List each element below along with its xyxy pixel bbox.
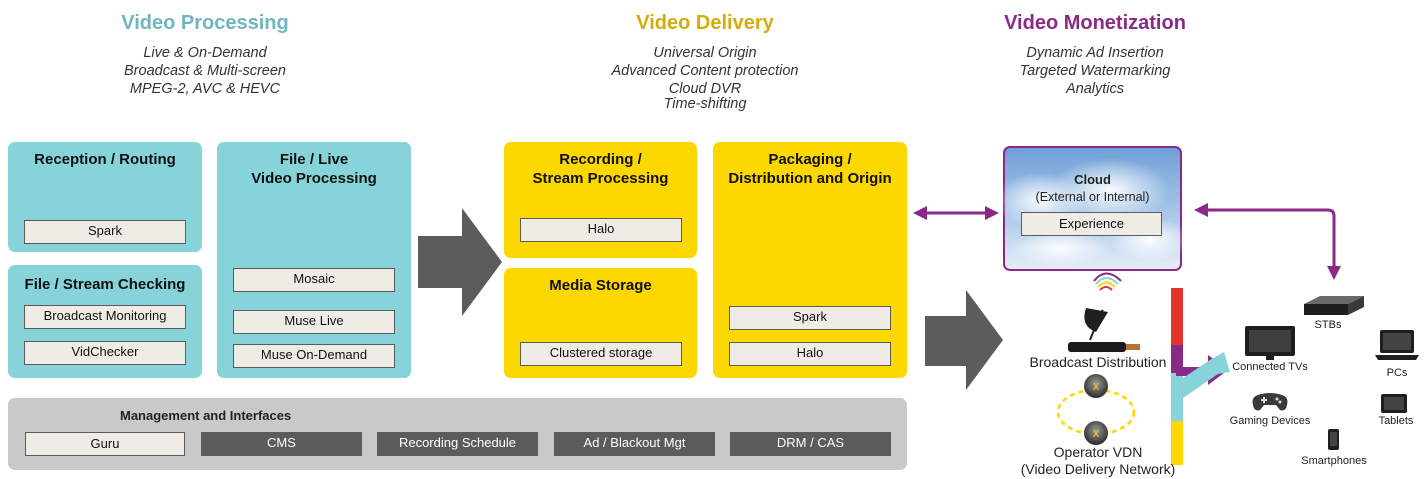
stb-icon (1304, 296, 1364, 315)
panel-title-line: Distribution and Origin (728, 170, 892, 187)
drm-cas-box[interactable]: DRM / CAS (730, 432, 891, 456)
spark-box[interactable]: Spark (24, 220, 186, 244)
flow-arrow-delivery-to-distribution (925, 290, 1003, 390)
panel-title: Reception / Routing (34, 151, 176, 168)
tablets-label: Tablets (1378, 415, 1414, 427)
gaming-devices-label: Gaming Devices (1229, 415, 1311, 427)
feature-line: Targeted Watermarking (1019, 63, 1171, 79)
ad-blackout-mgt-box[interactable]: Ad / Blackout Mgt (554, 432, 715, 456)
feature-line: Cloud DVR (668, 81, 742, 97)
svg-text:X: X (1093, 382, 1100, 393)
reception-routing-panel: Reception / Routing Spark (8, 142, 202, 252)
panel-title: Recording / Stream Processing (504, 150, 697, 188)
svg-text:X: X (1093, 429, 1100, 440)
spark-box[interactable]: Spark (729, 306, 891, 330)
router-ring-icon: X X (1056, 374, 1136, 445)
video-processing-title: Video Processing (121, 12, 289, 34)
halo-box[interactable]: Halo (729, 342, 891, 366)
feature-line: Time-shifting (663, 96, 747, 112)
gamepad-icon (1252, 393, 1288, 411)
media-storage-panel: Media Storage Clustered storage (504, 268, 697, 378)
pcs-label: PCs (1386, 367, 1408, 379)
operator-vdn-label: Operator VDN (1053, 444, 1143, 460)
broadcast-monitoring-box[interactable]: Broadcast Monitoring (24, 305, 186, 329)
panel-title-line: Video Processing (251, 170, 377, 187)
cloud-title: Cloud (1074, 172, 1111, 187)
feature-line: MPEG-2, AVC & HEVC (129, 81, 281, 97)
smartphone-icon (1328, 429, 1339, 450)
management-interfaces-panel: Management and Interfaces Guru CMS Recor… (8, 398, 907, 470)
halo-box[interactable]: Halo (520, 218, 682, 242)
recording-schedule-box[interactable]: Recording Schedule (377, 432, 538, 456)
feature-line: Analytics (1065, 81, 1125, 97)
vidchecker-box[interactable]: VidChecker (24, 341, 186, 365)
file-stream-checking-panel: File / Stream Checking Broadcast Monitor… (8, 265, 202, 378)
video-monetization-features: Dynamic Ad Insertion Targeted Watermarki… (950, 44, 1240, 98)
file-live-processing-panel: File / Live Video Processing Mosaic Muse… (217, 142, 411, 378)
mosaic-box[interactable]: Mosaic (233, 268, 395, 292)
clustered-storage-box[interactable]: Clustered storage (520, 342, 682, 366)
flow-arrow-processing-to-delivery (418, 208, 502, 316)
feature-line: Universal Origin (653, 45, 757, 61)
distribution-bar (1171, 288, 1183, 465)
muse-live-box[interactable]: Muse Live (233, 310, 395, 334)
panel-title-line: Recording / (559, 151, 642, 168)
cable-icon (1068, 342, 1140, 352)
feature-line: Advanced Content protection (611, 63, 799, 79)
cloud-box (995, 146, 1190, 271)
panel-title: File / Stream Checking (24, 276, 186, 293)
feature-line: Live & On-Demand (143, 45, 267, 61)
experience-box[interactable]: Experience (1021, 212, 1162, 236)
double-arrow-packaging-cloud (913, 206, 999, 220)
cyan-fan-arrow (1180, 352, 1230, 398)
packaging-distribution-panel: Packaging / Distribution and Origin Spar… (713, 142, 907, 378)
panel-title-line: Packaging / (768, 151, 852, 168)
guru-box[interactable]: Guru (25, 432, 185, 456)
video-delivery-title: Video Delivery (636, 12, 774, 34)
connected-tv-icon (1245, 326, 1295, 360)
video-delivery-features: Universal Origin Advanced Content protec… (560, 44, 850, 113)
panel-title: File / Live Video Processing (217, 150, 411, 188)
management-title: Management and Interfaces (120, 408, 292, 423)
laptop-icon (1375, 330, 1419, 360)
cloud-subtitle: (External or Internal) (1035, 190, 1150, 204)
panel-title-line: Stream Processing (532, 170, 669, 187)
video-monetization-title: Video Monetization (1004, 12, 1186, 34)
panel-title: Packaging / Distribution and Origin (713, 150, 907, 188)
feature-line: Dynamic Ad Insertion (1026, 45, 1164, 61)
arrow-cloud-to-devices (1208, 208, 1336, 266)
connected-tvs-label: Connected TVs (1232, 361, 1308, 373)
tablet-icon (1381, 394, 1407, 413)
broadcast-distribution-label: Broadcast Distribution (1029, 354, 1167, 370)
panel-title-line: File / Live (279, 151, 349, 168)
video-processing-features: Live & On-Demand Broadcast & Multi-scree… (60, 44, 350, 98)
muse-on-demand-box[interactable]: Muse On-Demand (233, 344, 395, 368)
operator-vdn-sub-label: (Video Delivery Network) (1020, 461, 1176, 477)
feature-line: Broadcast & Multi-screen (124, 63, 286, 79)
cms-box[interactable]: CMS (201, 432, 362, 456)
smartphones-label: Smartphones (1301, 455, 1367, 467)
panel-title: Media Storage (549, 277, 652, 294)
stbs-label: STBs (1314, 319, 1342, 331)
recording-stream-panel: Recording / Stream Processing Halo (504, 142, 697, 258)
satellite-dish-icon (1084, 272, 1122, 341)
